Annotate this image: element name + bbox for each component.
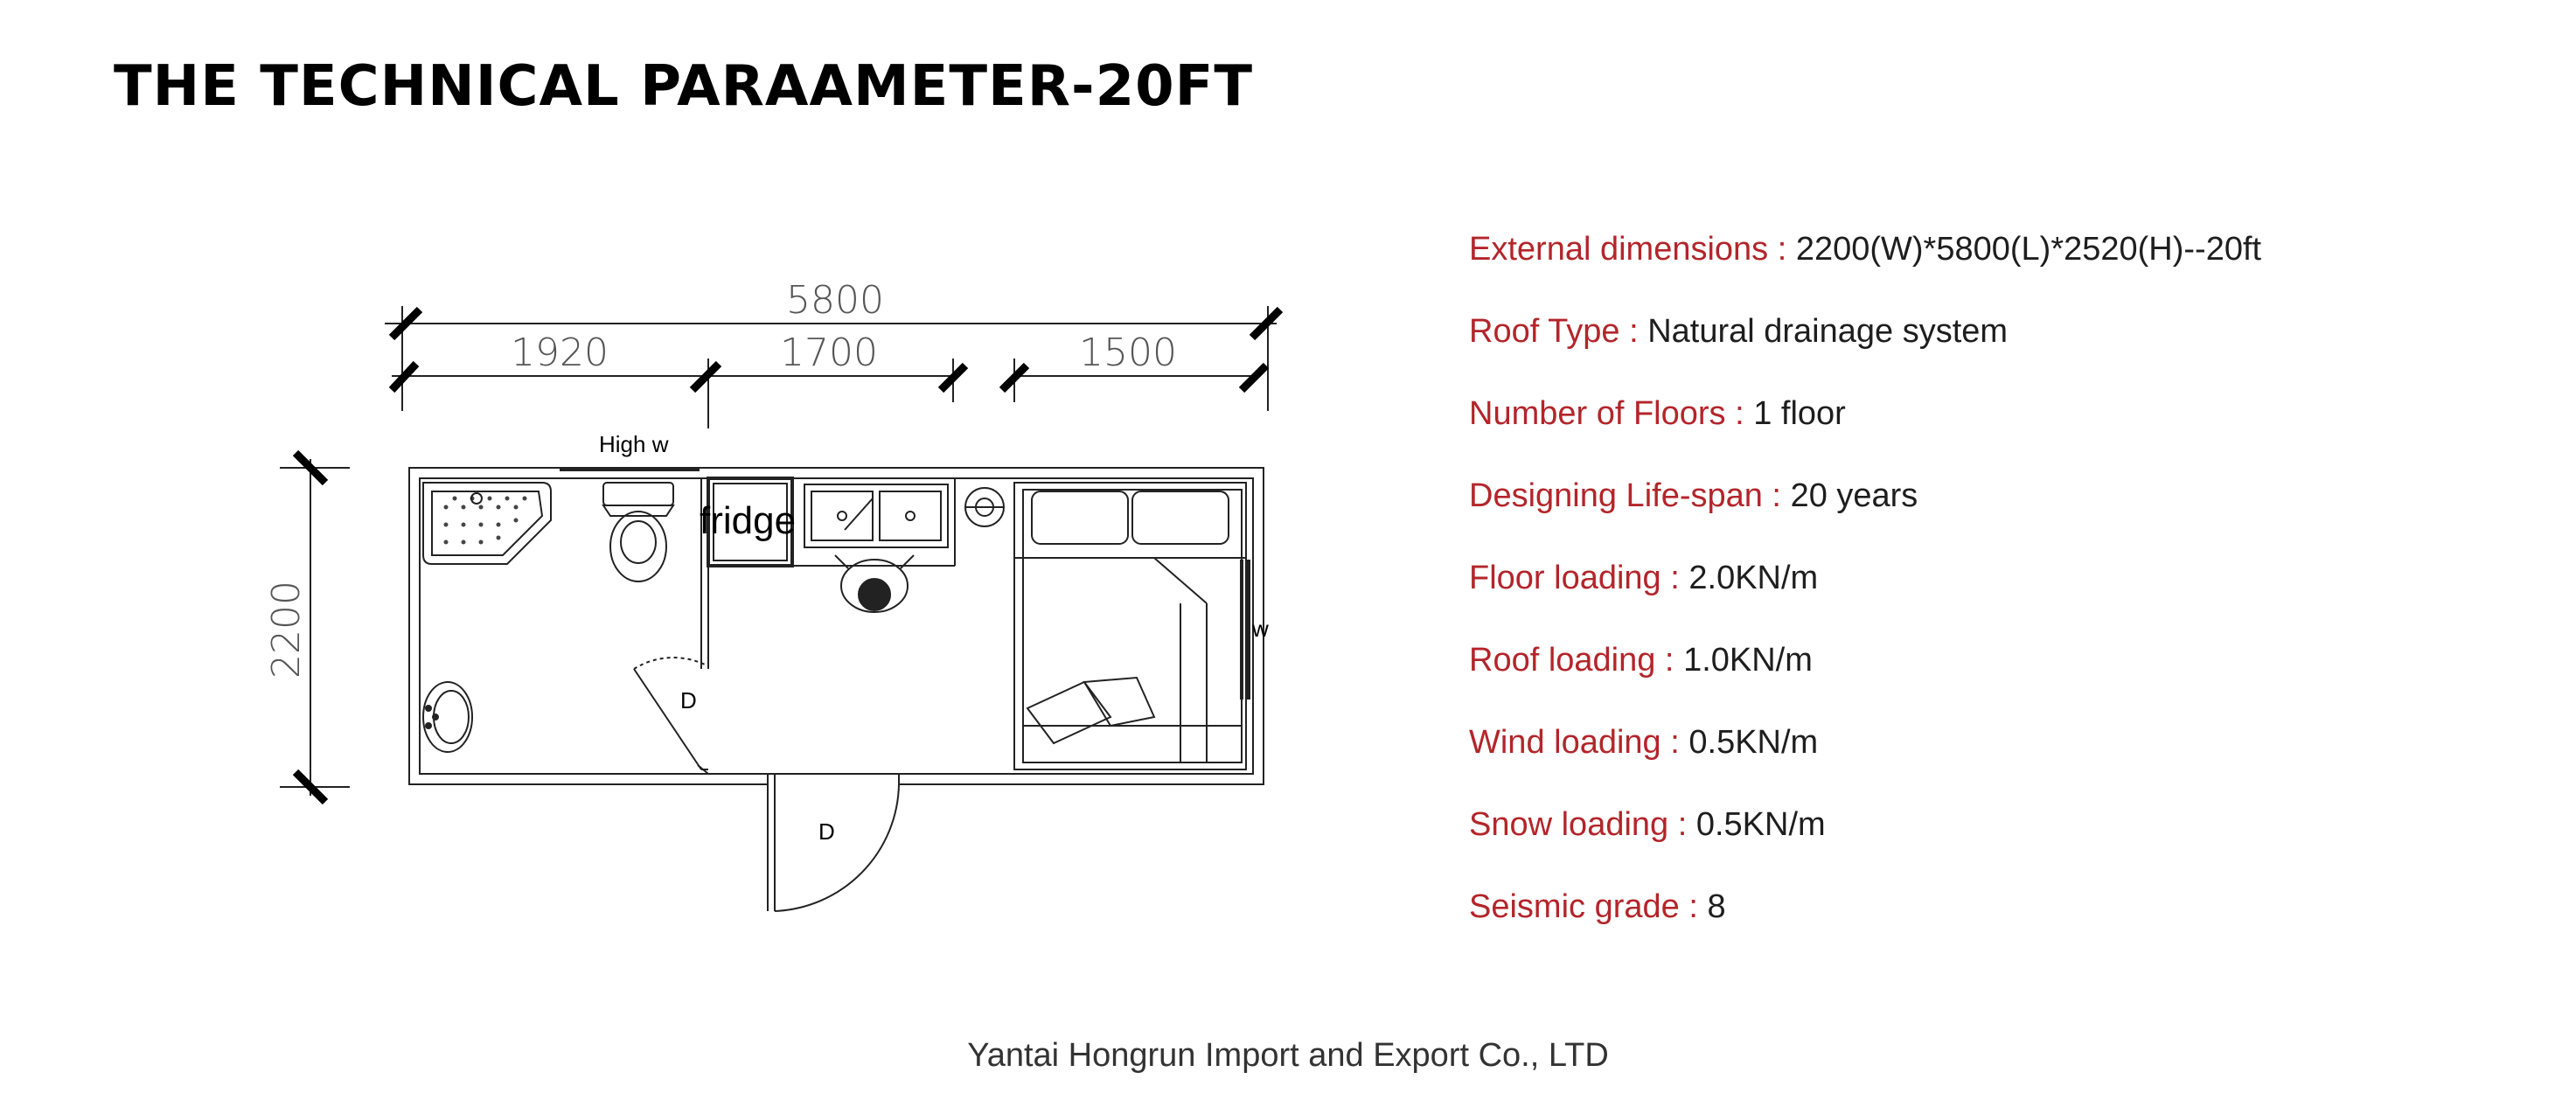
inner-door-leaf [633, 668, 702, 770]
dimension-labels: 5800 1920 1700 1500 2200 [264, 278, 1177, 679]
kitchen-counter [792, 478, 1005, 567]
label-inner-door: D [680, 687, 697, 714]
param-value: 20 years [1790, 477, 1918, 514]
page-title: THE TECHNICAL PARAAMETER-20FT [114, 54, 1254, 119]
param-external-dimensions: External dimensions : 2200(W)*5800(L)*25… [1469, 223, 2518, 305]
shower-dots [443, 496, 527, 545]
main-door-swing [774, 783, 900, 912]
param-label: Seismic grade : [1469, 888, 1708, 925]
param-label: Roof Type : [1469, 313, 1648, 350]
param-value: 1.0KN/m [1683, 642, 1813, 679]
param-roof-loading: Roof loading : 1.0KN/m [1469, 634, 2518, 716]
person-figure [834, 554, 915, 613]
param-value: 0.5KN/m [1695, 806, 1826, 843]
label-main-door: D [818, 818, 835, 845]
company-footer: Yantai Hongrun Import and Export Co., LT… [967, 1037, 1609, 1074]
param-value: 8 [1707, 888, 1726, 925]
wash-basin [422, 681, 473, 753]
param-label: Designing Life-span : [1469, 477, 1791, 514]
dim-width: 2200 [264, 581, 309, 679]
dimension-lines [280, 306, 1284, 805]
fridge [707, 477, 794, 567]
param-value: 2.0KN/m [1688, 560, 1819, 596]
floor-plan-diagram: 5800 1920 1700 1500 2200 [264, 278, 1284, 912]
dim-segment-1: 1920 [511, 331, 609, 375]
param-snow-loading: Snow loading : 0.5KN/m [1469, 798, 2518, 881]
param-value: 0.5KN/m [1688, 724, 1819, 761]
shower-tray [422, 482, 552, 565]
inner-door-swing [633, 657, 706, 670]
dim-segment-3: 1500 [1079, 331, 1177, 375]
param-label: Wind loading : [1469, 724, 1689, 761]
parameter-list: External dimensions : 2200(W)*5800(L)*25… [1469, 223, 2518, 963]
toilet [602, 482, 675, 582]
dim-total-length: 5800 [786, 278, 884, 323]
param-label: Number of Floors : [1469, 395, 1754, 432]
container-walls [408, 467, 1264, 911]
param-floor-loading: Floor loading : 2.0KN/m [1469, 552, 2518, 634]
label-window: w [1251, 616, 1269, 642]
label-fridge: fridge [700, 499, 796, 542]
param-label: Floor loading : [1469, 560, 1689, 596]
param-roof-type: Roof Type : Natural drainage system [1469, 305, 2518, 387]
dim-segment-2: 1700 [780, 331, 878, 375]
room-labels: High w fridge D D w [599, 431, 1269, 845]
param-value: Natural drainage system [1647, 313, 2009, 350]
param-value: 2200(W)*5800(L)*2520(H)--20ft [1795, 231, 2262, 268]
param-number-of-floors: Number of Floors : 1 floor [1469, 387, 2518, 470]
bed [1013, 482, 1247, 770]
param-seismic-grade: Seismic grade : 8 [1469, 881, 2518, 963]
param-label: Roof loading : [1469, 642, 1684, 679]
param-wind-loading: Wind loading : 0.5KN/m [1469, 716, 2518, 798]
param-label: External dimensions : [1469, 231, 1796, 268]
param-label: Snow loading : [1469, 806, 1696, 843]
label-high-window: High w [599, 431, 669, 457]
param-value: 1 floor [1753, 395, 1846, 432]
param-designing-life-span: Designing Life-span : 20 years [1469, 470, 2518, 552]
